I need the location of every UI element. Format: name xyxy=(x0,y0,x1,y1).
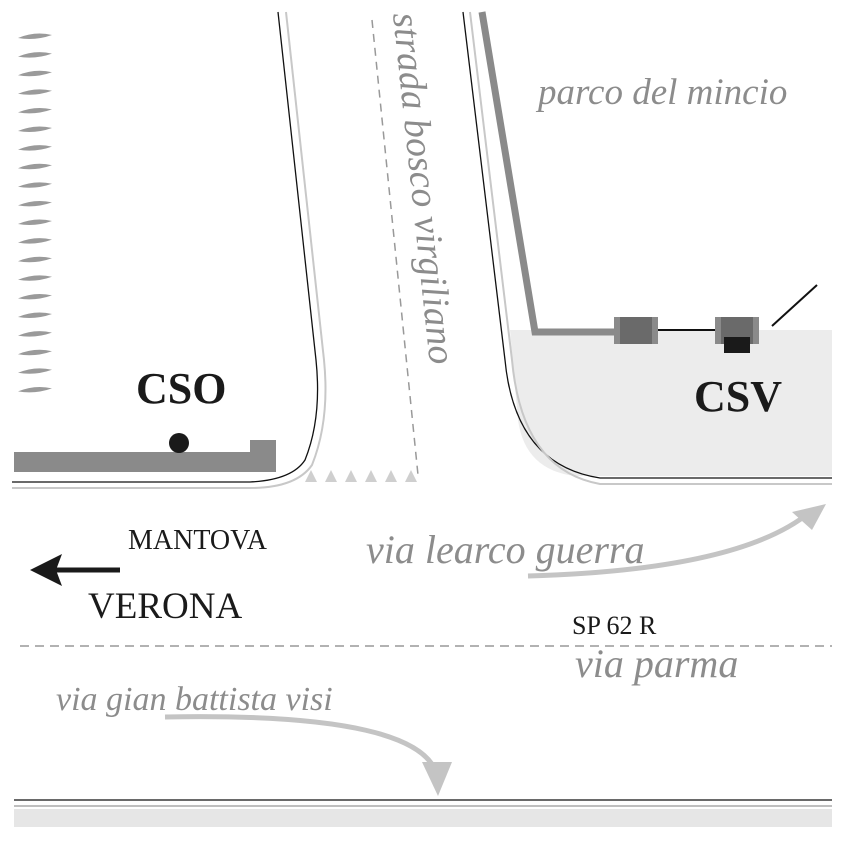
cso-label: CSO xyxy=(136,364,226,413)
right-block-boundary-gray xyxy=(469,11,832,485)
tree-icon xyxy=(18,182,52,188)
tree-row xyxy=(18,33,52,393)
right-block-boundary xyxy=(462,11,832,479)
cso-marker xyxy=(169,433,189,453)
tree-icon xyxy=(18,256,52,263)
via-gian-label: via gian battista visi xyxy=(56,681,333,718)
tree-icon xyxy=(18,386,52,393)
verona-arrow-icon xyxy=(30,554,120,586)
csv-access-path xyxy=(478,11,615,336)
tree-icon xyxy=(18,275,52,281)
parco-label: parco del mincio xyxy=(535,72,787,113)
learco-arrow-icon xyxy=(527,504,826,579)
tree-icon xyxy=(18,52,52,58)
tree-icon xyxy=(18,312,52,318)
mantova-label: MANTOVA xyxy=(128,525,268,556)
bottom-road-strip xyxy=(14,809,832,827)
csv-building xyxy=(724,337,750,353)
left-block-boundary-gray xyxy=(12,11,327,489)
tree-icon xyxy=(18,238,52,244)
tree-icon xyxy=(18,89,52,95)
strada-label: strada bosco virgiliano xyxy=(384,11,463,367)
entrance-markers xyxy=(305,470,417,482)
strada-dashed-line xyxy=(371,19,419,476)
tree-icon xyxy=(18,331,52,337)
cso-building xyxy=(14,440,276,472)
csv-gate-1-inner xyxy=(620,317,652,344)
visi-arrow-icon xyxy=(164,714,452,796)
tree-icon xyxy=(18,200,52,207)
tree-icon xyxy=(18,219,52,225)
tree-icon xyxy=(18,293,52,300)
tree-icon xyxy=(18,126,52,132)
csv-diagonal xyxy=(771,284,818,327)
tree-icon xyxy=(18,145,52,151)
tree-icon xyxy=(18,368,52,374)
tree-icon xyxy=(18,33,52,39)
via-parma-label: via parma xyxy=(575,641,738,686)
tree-icon xyxy=(18,107,52,114)
sp62-label: SP 62 R xyxy=(572,611,657,640)
verona-label: VERONA xyxy=(88,586,242,627)
csv-label: CSV xyxy=(694,372,782,421)
parco-area xyxy=(510,330,832,476)
tree-icon xyxy=(18,163,52,170)
tree-icon xyxy=(18,70,52,77)
tree-icon xyxy=(18,349,52,356)
via-learco-label: via learco guerra xyxy=(366,527,644,572)
left-block-boundary xyxy=(12,11,319,483)
